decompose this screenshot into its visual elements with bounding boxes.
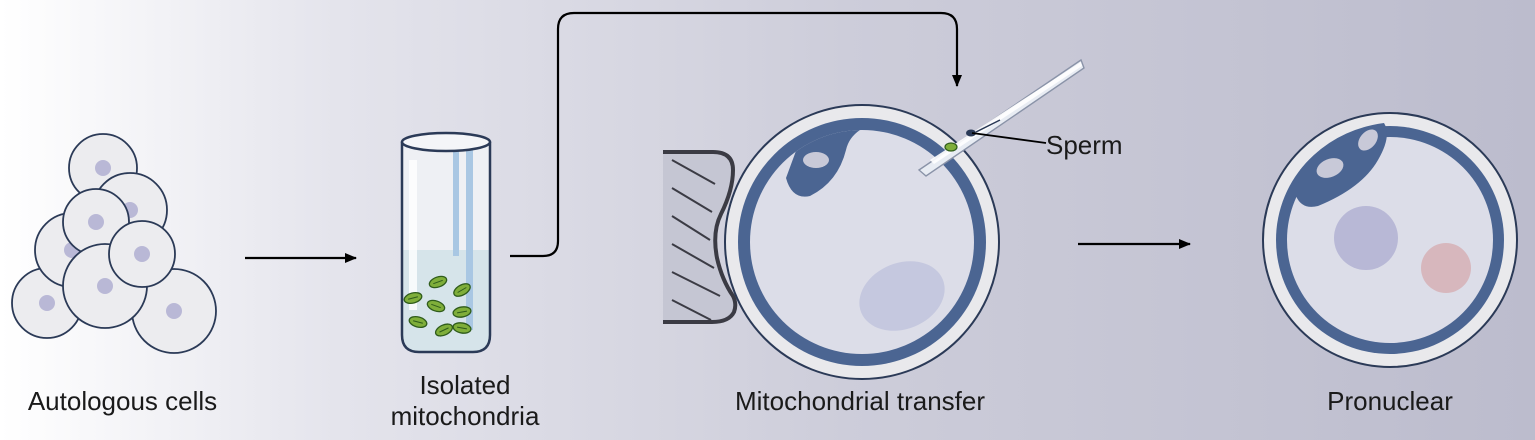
mitochondrion-crista: [408, 296, 418, 300]
label-autologous-cells: Autologous cells: [27, 386, 218, 416]
male-pronucleus: [1334, 206, 1398, 270]
label-pronuclear: Pronuclear: [1327, 386, 1453, 416]
mitochondrion-icon: [403, 275, 472, 337]
cell-nucleus: [134, 246, 150, 262]
sperm-leader-line: [971, 132, 1047, 144]
zygote-icon: [1262, 112, 1518, 368]
mitochondrion-crista: [431, 303, 441, 309]
female-pronucleus: [1421, 243, 1471, 293]
label-isolated-line1: Isolated: [419, 370, 511, 400]
cell-nucleus: [97, 278, 113, 294]
label-sperm: Sperm: [1046, 130, 1123, 160]
label-isolated-line2: mitochondria: [390, 401, 540, 431]
cell-cluster-icon: [11, 133, 217, 354]
injection-needle-icon: [917, 58, 1085, 177]
mitochondrion-crista: [456, 326, 468, 330]
mitochondrion-crista: [433, 279, 443, 285]
mitochondrion-crista: [457, 287, 467, 293]
label-isolated-mitochondria: Isolated mitochondria: [370, 370, 560, 432]
mitochondrion-crista: [456, 310, 468, 314]
mitochondrion-crista: [439, 327, 449, 333]
test-tube-icon: [400, 131, 492, 354]
arrow-tube-to-needle: [510, 11, 962, 258]
holding-pipette-icon: [663, 150, 738, 324]
label-mitochondrial-transfer: Mitochondrial transfer: [735, 386, 985, 416]
cell-nucleus: [88, 214, 104, 230]
cell-nucleus: [39, 295, 55, 311]
mitochondrion-crista: [413, 320, 423, 324]
cell-nucleus: [95, 160, 111, 176]
cell-nucleus: [166, 303, 182, 319]
